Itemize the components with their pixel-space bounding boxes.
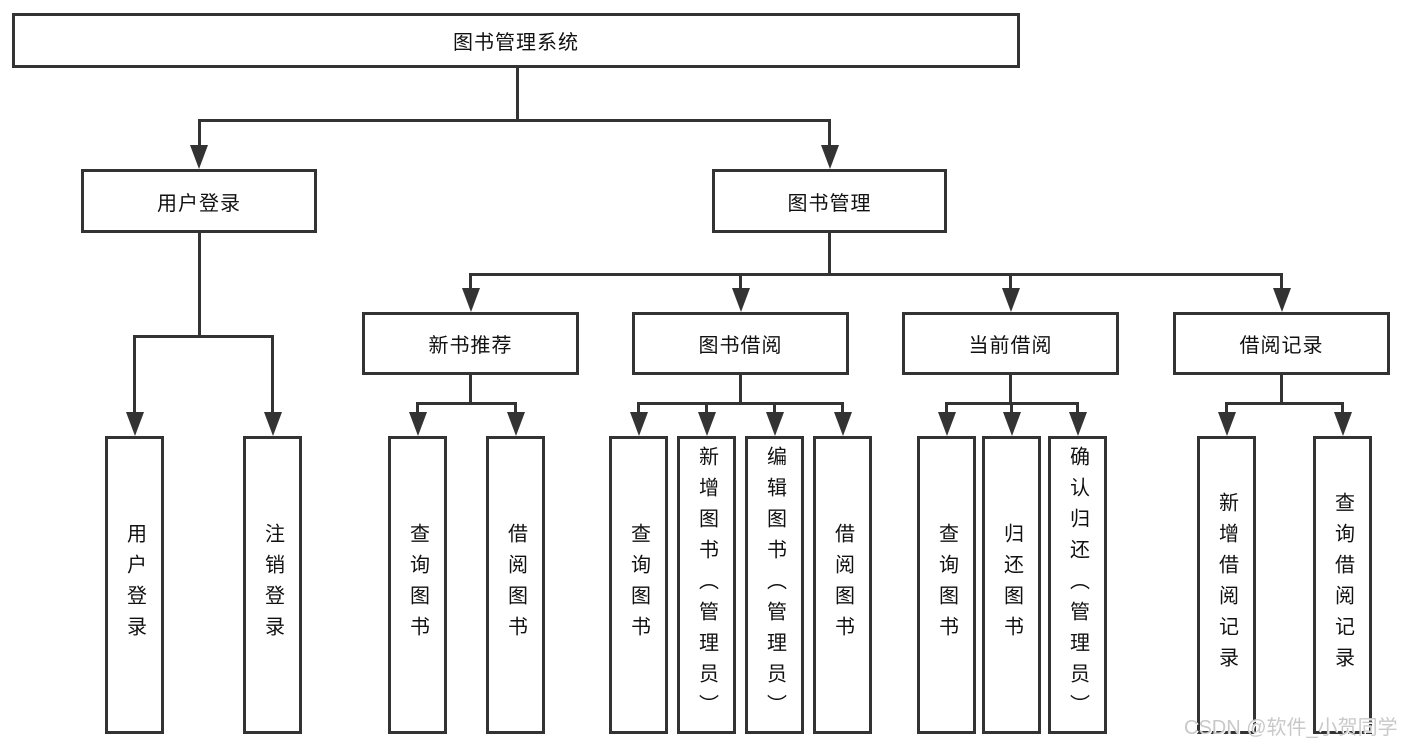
arrowhead-icon	[937, 412, 956, 436]
csdn-watermark: CSDN @软件_小贺同学	[1184, 717, 1398, 739]
node-label: 当前借阅	[968, 335, 1053, 357]
node-current-borrowing: 当前借阅	[902, 312, 1119, 375]
connector-line	[515, 68, 519, 122]
connector-line	[469, 273, 1283, 276]
node-leaf-query-borrow-record: 查询借阅记录	[1313, 436, 1372, 734]
connector-line	[739, 273, 742, 300]
node-label: 注销登录	[261, 523, 284, 647]
node-label: 用户登录	[157, 192, 241, 215]
arrowhead-icon	[1217, 412, 1236, 436]
node-label: 借阅图书	[504, 523, 527, 647]
node-leaf-query-books-3: 查询图书	[917, 436, 976, 734]
node-leaf-logout: 注销登录	[243, 436, 302, 734]
node-label: 查询图书	[627, 523, 650, 647]
arrowhead-icon	[765, 412, 784, 436]
connector-line	[416, 402, 517, 405]
node-book-management: 图书管理	[712, 169, 947, 233]
arrowhead-icon	[833, 412, 852, 436]
node-new-book-recommendation: 新书推荐	[362, 312, 579, 375]
node-leaf-add-book-admin: 新增图书（管理员）	[677, 436, 736, 734]
node-label: 图书管理	[787, 192, 872, 215]
connector-line	[469, 273, 472, 300]
connector-line	[828, 119, 831, 157]
connector-line	[469, 375, 472, 405]
connector-line	[1009, 375, 1012, 405]
node-leaf-edit-book-admin: 编辑图书（管理员）	[745, 436, 804, 734]
node-label: 确认归还（管理员）	[1066, 445, 1089, 725]
node-label: 借阅图书	[831, 523, 854, 647]
connector-line	[133, 335, 136, 424]
arrowhead-icon	[125, 412, 144, 436]
arrowhead-icon	[1333, 412, 1352, 436]
node-label: 用户登录	[123, 523, 146, 647]
node-library-management-system: 图书管理系统	[12, 13, 1020, 68]
arrowhead-icon	[408, 412, 427, 436]
node-leaf-confirm-return-admin: 确认归还（管理员）	[1048, 436, 1107, 734]
connector-line	[133, 335, 274, 338]
arrowhead-icon	[461, 288, 480, 312]
node-label: 新书推荐	[428, 335, 513, 357]
connector-line	[1225, 402, 1344, 405]
arrowhead-icon	[697, 412, 716, 436]
arrowhead-icon	[731, 288, 750, 312]
connector-line	[197, 233, 201, 338]
node-leaf-add-borrow-record: 新增借阅记录	[1197, 436, 1256, 734]
connector-line	[637, 402, 844, 405]
connector-line	[197, 119, 831, 122]
arrowhead-icon	[1002, 412, 1021, 436]
arrowhead-icon	[629, 412, 648, 436]
connector-line	[1009, 273, 1012, 300]
node-label: 查询图书	[935, 523, 958, 647]
node-label: 查询借阅记录	[1331, 492, 1354, 678]
connector-line	[828, 233, 831, 276]
node-leaf-user-login: 用户登录	[105, 436, 164, 734]
node-label: 归还图书	[1000, 523, 1023, 647]
connector-line	[1280, 375, 1283, 405]
connector-line	[271, 335, 274, 424]
node-leaf-query-books-2: 查询图书	[609, 436, 668, 734]
connector-line	[197, 119, 201, 157]
node-label: 图书管理系统	[453, 32, 579, 54]
node-leaf-borrow-books-1: 借阅图书	[486, 436, 545, 734]
node-label: 新增借阅记录	[1215, 492, 1238, 678]
arrowhead-icon	[820, 145, 839, 169]
node-label: 查询图书	[406, 523, 429, 647]
node-book-borrowing: 图书借阅	[632, 312, 849, 375]
arrowhead-icon	[1001, 288, 1020, 312]
node-leaf-query-books-1: 查询图书	[388, 436, 447, 734]
node-label: 图书借阅	[698, 335, 783, 357]
node-user-login: 用户登录	[81, 169, 317, 233]
arrowhead-icon	[506, 412, 525, 436]
node-label: 编辑图书（管理员）	[763, 445, 786, 725]
node-leaf-borrow-books-2: 借阅图书	[813, 436, 872, 734]
node-label: 借阅记录	[1239, 335, 1324, 357]
arrowhead-icon	[263, 412, 282, 436]
arrowhead-icon	[1068, 412, 1087, 436]
connector-line	[739, 375, 742, 405]
arrowhead-icon	[190, 145, 208, 169]
arrowhead-icon	[1272, 288, 1291, 312]
node-leaf-return-book: 归还图书	[982, 436, 1041, 734]
connector-line	[1280, 273, 1283, 300]
node-borrowing-records: 借阅记录	[1173, 312, 1390, 375]
node-label: 新增图书（管理员）	[695, 445, 718, 725]
